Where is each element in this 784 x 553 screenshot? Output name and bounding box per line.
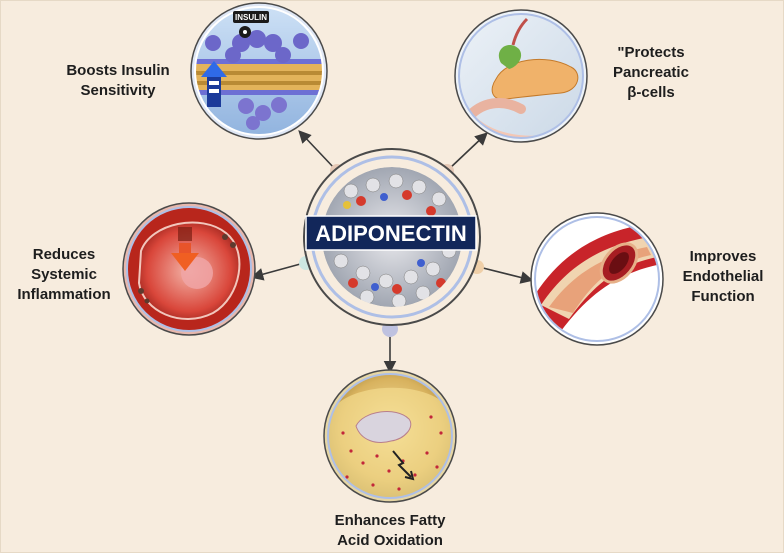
arrow-to-pancreas [449,134,486,169]
adiponectin-title: ADIPONECTIN [315,221,467,246]
arrow-to-endothelial [479,267,531,280]
arrow-to-insulin [300,132,335,169]
label-enhances-fatty-acid-oxidation: Enhances Fatty Acid Oxidation [315,511,465,551]
insulin-tag-text: INSULIN [235,13,267,22]
liver-fat-image [321,366,461,506]
label-reduces-systemic-inflammation: Reduces Systemic Inflammation [7,245,121,305]
inflammation-image [121,201,261,341]
pancreas-image [451,6,591,146]
label-boosts-insulin-sensitivity: Boosts Insulin Sensitivity [43,61,193,101]
blood-vessel-image [529,211,669,351]
label-protects-pancreatic-cells: "Protects Pancreatic β-cells [591,43,711,103]
arrow-to-inflammation [253,263,304,277]
label-improves-endothelial-function: Improves Endothelial Function [669,247,777,307]
adiponectin-title-box: ADIPONECTIN [306,216,476,250]
